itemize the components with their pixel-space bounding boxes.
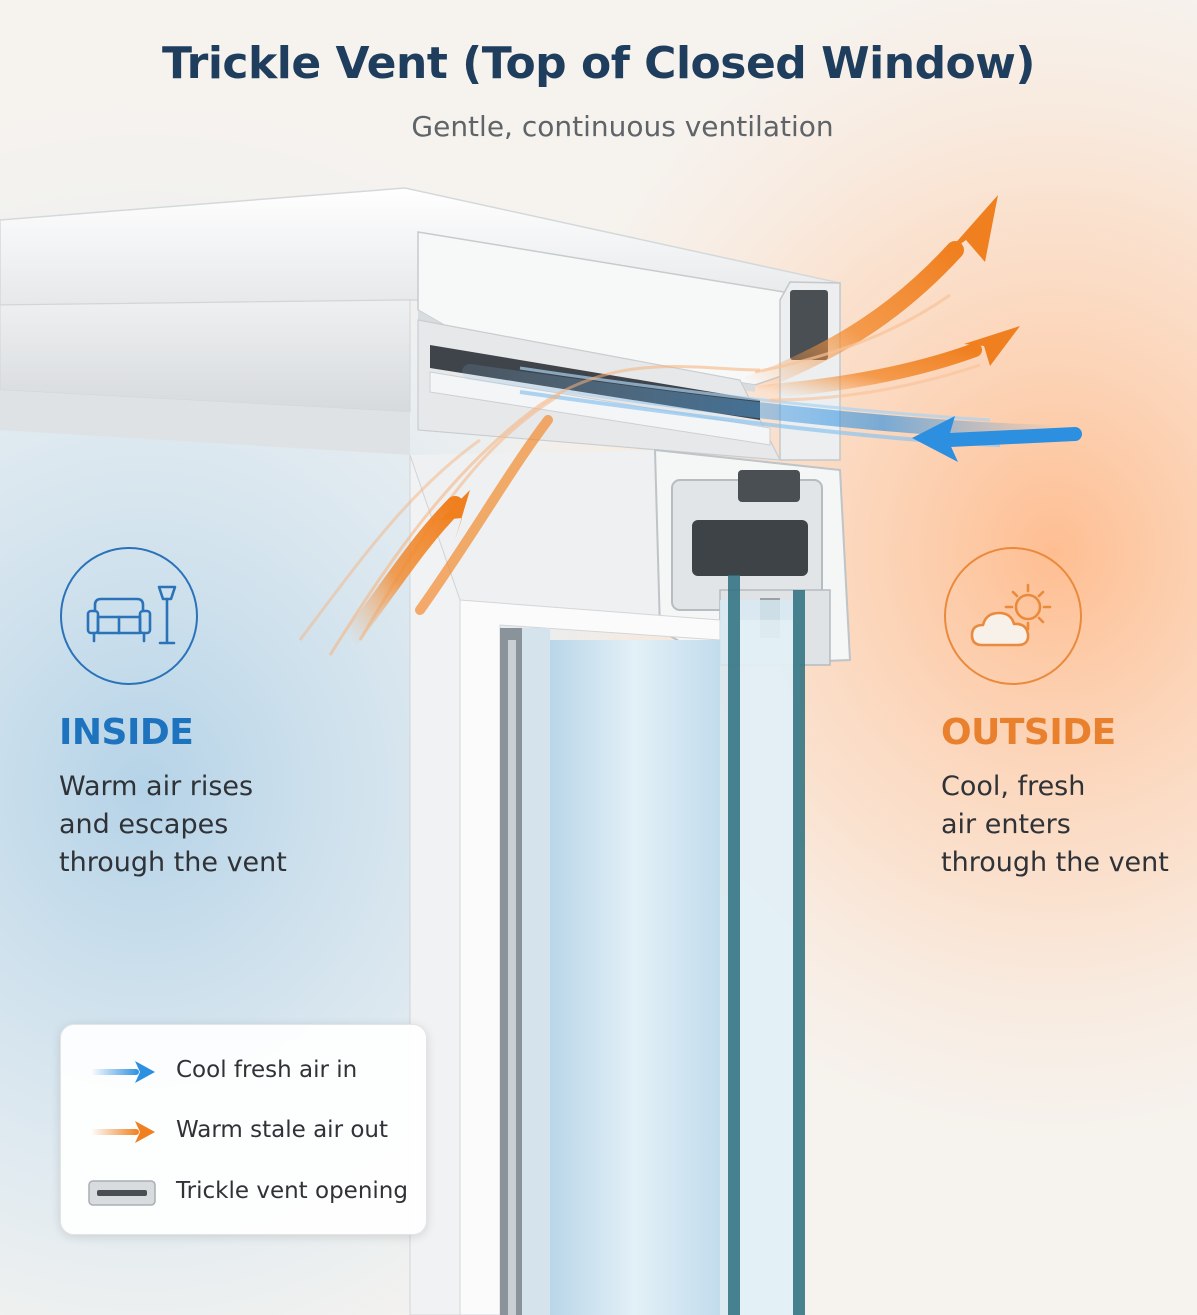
warm-air-flow [298, 195, 1020, 656]
blue-arrow-icon [91, 1061, 155, 1083]
inside-line: through the vent [59, 847, 287, 878]
cool-air-arrow-icon [912, 416, 958, 462]
outside-line: through the vent [941, 847, 1169, 878]
inside-heading: INSIDE [59, 712, 194, 753]
vent-slot [790, 290, 828, 360]
glass-pane-inner [550, 640, 720, 1315]
inside-line: Warm air rises [59, 771, 254, 802]
legend-item-vent-opening: Trickle vent opening [61, 1173, 428, 1213]
sofa-lamp-icon [86, 585, 177, 645]
sun-cloud-icon [970, 583, 1052, 647]
cool-air-flow [462, 364, 1082, 462]
legend-label: Cool fresh air in [176, 1057, 358, 1083]
legend-label: Trickle vent opening [176, 1178, 408, 1204]
page-title: Trickle Vent (Top of Closed Window) [161, 38, 1036, 89]
inside-icon-circle [60, 547, 198, 685]
page-subtitle: Gentle, continuous ventilation [411, 110, 834, 143]
legend-item-cool-air: Cool fresh air in [61, 1052, 428, 1092]
legend-item-warm-air: Warm stale air out [61, 1112, 428, 1152]
vent-slot-icon [88, 1180, 156, 1206]
outside-line: air enters [941, 809, 1071, 840]
outside-icon-circle [944, 547, 1082, 685]
inside-description: Warm air rises and escapes through the v… [59, 768, 389, 882]
inside-line: and escapes [59, 809, 229, 840]
legend: Cool fresh air in Warm stale air out Tri… [60, 1024, 427, 1235]
warm-air-arrow-right-icon [964, 326, 1020, 366]
orange-arrow-icon [91, 1121, 155, 1143]
warm-air-arrow-up-icon [944, 195, 998, 262]
legend-label: Warm stale air out [176, 1117, 388, 1143]
outside-heading: OUTSIDE [941, 712, 1116, 753]
outside-description: Cool, fresh air enters through the vent [941, 768, 1181, 882]
outside-line: Cool, fresh [941, 771, 1086, 802]
